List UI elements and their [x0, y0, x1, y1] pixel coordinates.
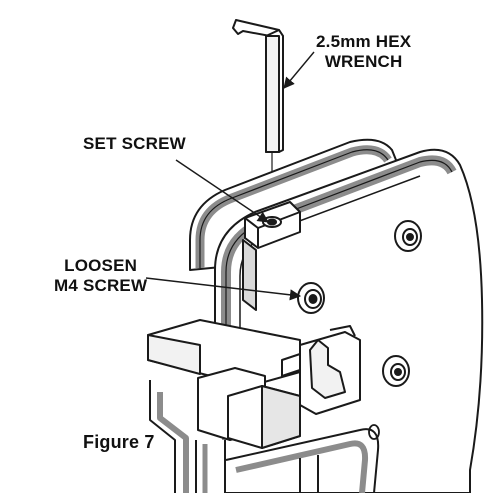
- hex-wrench-line1: 2.5mm HEX: [316, 32, 412, 51]
- hex-wrench-line2: WRENCH: [324, 52, 403, 71]
- set-screw-callout: SET SCREW: [83, 134, 186, 154]
- plate-screw-icon: [382, 355, 410, 387]
- figure-caption: Figure 7: [83, 432, 155, 452]
- loosen-screw-callout: LOOSEN M4 SCREW: [54, 256, 147, 296]
- m4-screw-icon: [297, 282, 325, 314]
- tool-handle: [149, 380, 380, 493]
- loosen-line1: LOOSEN: [64, 256, 138, 275]
- hex-wrench-icon: [232, 19, 284, 220]
- crimp-die-assembly: [147, 319, 361, 449]
- plate-screw-icon: [394, 220, 422, 252]
- loosen-line2: M4 SCREW: [54, 276, 148, 295]
- callout-leaders: [145, 51, 315, 301]
- set-screw-label: SET SCREW: [83, 134, 186, 153]
- hex-wrench-callout: 2.5mm HEX WRENCH: [316, 32, 411, 72]
